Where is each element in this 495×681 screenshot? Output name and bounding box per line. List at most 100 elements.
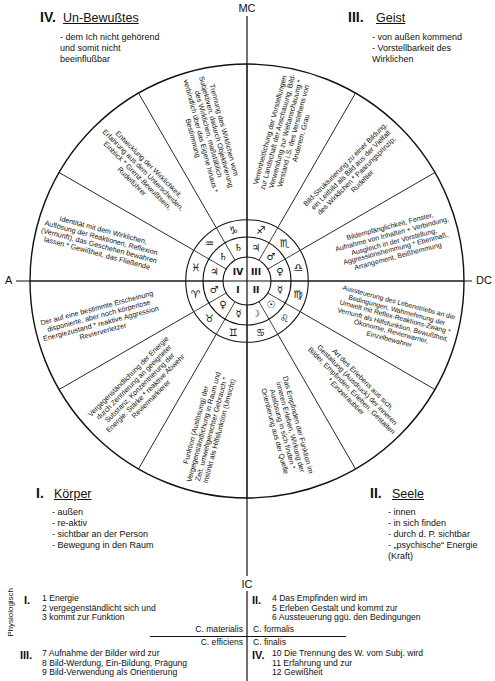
hub-cell: ♓ (191, 262, 200, 273)
hub-cell: ♄ (234, 243, 243, 253)
hub-cell: ♄ (218, 252, 227, 262)
house-cell: Das Empfinden der Funktion im inneren Er… (255, 366, 317, 490)
house-text: Aussteuerung des Lebenstriebs an die Bed… (330, 283, 458, 358)
sign-symbol: ♈ (191, 289, 200, 300)
quadrant-number: I. (36, 486, 44, 501)
hub-cell: ♊ (229, 327, 238, 338)
hub-cell: I (236, 286, 239, 295)
house-text: Funktion (Auslösung) der Vergegenständli… (177, 366, 239, 490)
label-slot: 1 Energie (42, 594, 242, 604)
hub-cell: ♂ (210, 285, 219, 295)
table-line: 10 Die Trennung des W. vom Subj. wird (272, 649, 484, 659)
house-text: Das Empfinden der Funktion im inneren Er… (255, 366, 317, 490)
hub-cell: ♒ (205, 238, 214, 249)
label-slot: 4 Das Empfinden wird im (272, 594, 484, 604)
house-cell: Bild-Strukturierung zu einer Bildung, ei… (301, 120, 409, 228)
label-slot: - sichtbar an der Person (52, 529, 172, 540)
label-slot: IC (240, 578, 255, 590)
meridian-axis (246, 16, 247, 576)
quadrant-heading: Körper (54, 488, 92, 502)
hub-cell: ♉ (205, 313, 214, 324)
house-wheel: Der auf eine bestimmte Erscheinung dispo… (29, 63, 465, 499)
side-note: Physiologisch (7, 588, 16, 637)
label-slot: I. (36, 486, 44, 501)
table-line: 7 Aufnahme der Bilder wird zur (42, 649, 242, 659)
table-line: 4 Das Empfinden wird im (272, 594, 484, 604)
label-slot: - „psychische“ Energie (Kraft) (388, 540, 486, 562)
hub-cell: II (253, 286, 260, 295)
label-slot: C. materialis (195, 625, 243, 634)
text-column: 10 Die Trennung des W. vom Subj. wird11 … (272, 649, 484, 678)
quadrant-heading: Geist (376, 12, 405, 26)
hub-cell: ♏ (280, 238, 289, 249)
house-cell: Entwicklung der Wirklichkeit, Erfahrung … (86, 120, 194, 228)
planet-symbol: ☿ (235, 309, 241, 319)
planet-symbol: ♄ (218, 252, 227, 262)
hub-cell: ♀ (219, 300, 226, 310)
house-text: Vereinheitlichung der Vorstellungen zur … (251, 71, 321, 197)
quadrant-heading: Seele (392, 488, 424, 502)
table-rule (150, 636, 346, 637)
label-slot: IV. (40, 10, 56, 25)
house-text: Bildempfänglichkeit, Fenster, Aufnahme v… (331, 207, 457, 276)
table-line: 6 Aussteuerung ggü. den Bedingungen (272, 613, 484, 623)
planet-symbol: ♀ (219, 300, 226, 310)
label-slot: C. finalis (253, 638, 286, 647)
hub-cell: ☿ (235, 309, 241, 319)
quadrant-note: - innen (388, 507, 486, 518)
sign-symbol: ♒ (205, 238, 214, 249)
quadrant-note: - außen (52, 507, 172, 518)
sign-symbol: ♋ (256, 327, 265, 338)
label-slot: C. formalis (253, 625, 294, 634)
house-text: Entwicklung der Wirklichkeit, Erfahrung … (86, 120, 194, 228)
label-slot: C. efficiens (201, 638, 243, 647)
house-text: Vergegenständlichung der Energie durch Z… (83, 332, 196, 445)
quadrant-number: IV. (40, 10, 56, 25)
house-cell: Identität mit dem Wirklichen, Auflösung … (38, 211, 162, 273)
label-slot: Geist (376, 12, 405, 26)
text-column: - von außen kommend- Vorstellbarkeit des… (372, 32, 484, 65)
house-cell: Trennung des Wirklichen vom Subjektiven,… (173, 71, 243, 197)
quadrant-note: - sichtbar an der Person (52, 529, 172, 540)
planet-symbol: ♀ (276, 267, 283, 277)
quadrant-note: - von außen kommend (372, 32, 484, 43)
label-slot: - von außen kommend (372, 32, 484, 43)
hub-cell: IV (233, 268, 243, 277)
label-slot: Seele (392, 488, 424, 502)
sign-symbol: ♌ (280, 313, 289, 324)
cause-label: C. efficiens (201, 638, 243, 647)
table-line: 5 Erleben Gestalt und kommt zur (272, 604, 484, 614)
axis-label: IC (240, 578, 255, 590)
label-slot: IV. (252, 649, 264, 661)
table-number: IV. (252, 649, 264, 661)
hub-divider (186, 281, 223, 282)
house-divider (247, 343, 248, 498)
hub-cell: ♍ (293, 289, 302, 300)
hub-cell: ♑ (229, 225, 238, 236)
hub-cell: III (251, 268, 261, 277)
hub-outline (185, 219, 309, 343)
label-slot: III. (348, 10, 364, 25)
label-slot: 5 Erleben Gestalt und kommt zur (272, 604, 484, 614)
hub-cell: ☉ (267, 300, 276, 310)
planet-symbol: ☿ (277, 285, 283, 295)
planet-symbol: ♂ (210, 285, 219, 295)
hub-cell: ♈ (191, 289, 200, 300)
hub-ring (223, 257, 271, 305)
hub-divider (247, 220, 248, 257)
table-number: III. (20, 649, 32, 661)
quadrant-note: - dem Ich nicht gehörend und somit nicht… (60, 32, 165, 65)
table-line: 2 vergegenständlicht sich und (42, 604, 242, 614)
quadrant-number: III. (348, 10, 364, 25)
house-text: Bild-Strukturierung zu einer Bildung, ei… (301, 120, 409, 228)
axis-label: A (3, 274, 14, 286)
quadrant-heading: Un-Bewußtes (63, 12, 139, 26)
quadrant-note: - in sich finden (388, 518, 486, 529)
hub-divider (271, 281, 308, 282)
label-slot: - re-aktiv (52, 518, 172, 529)
label-slot: 10 Die Trennung des W. vom Subj. wird (272, 649, 484, 659)
label-slot: 6 Aussteuerung ggü. den Bedingungen (272, 613, 484, 623)
house-text: Identität mit dem Wirklichen, Auflösung … (38, 211, 162, 273)
axis-label: DC (474, 274, 494, 286)
text-column: - dem Ich nicht gehörend und somit nicht… (60, 32, 165, 65)
